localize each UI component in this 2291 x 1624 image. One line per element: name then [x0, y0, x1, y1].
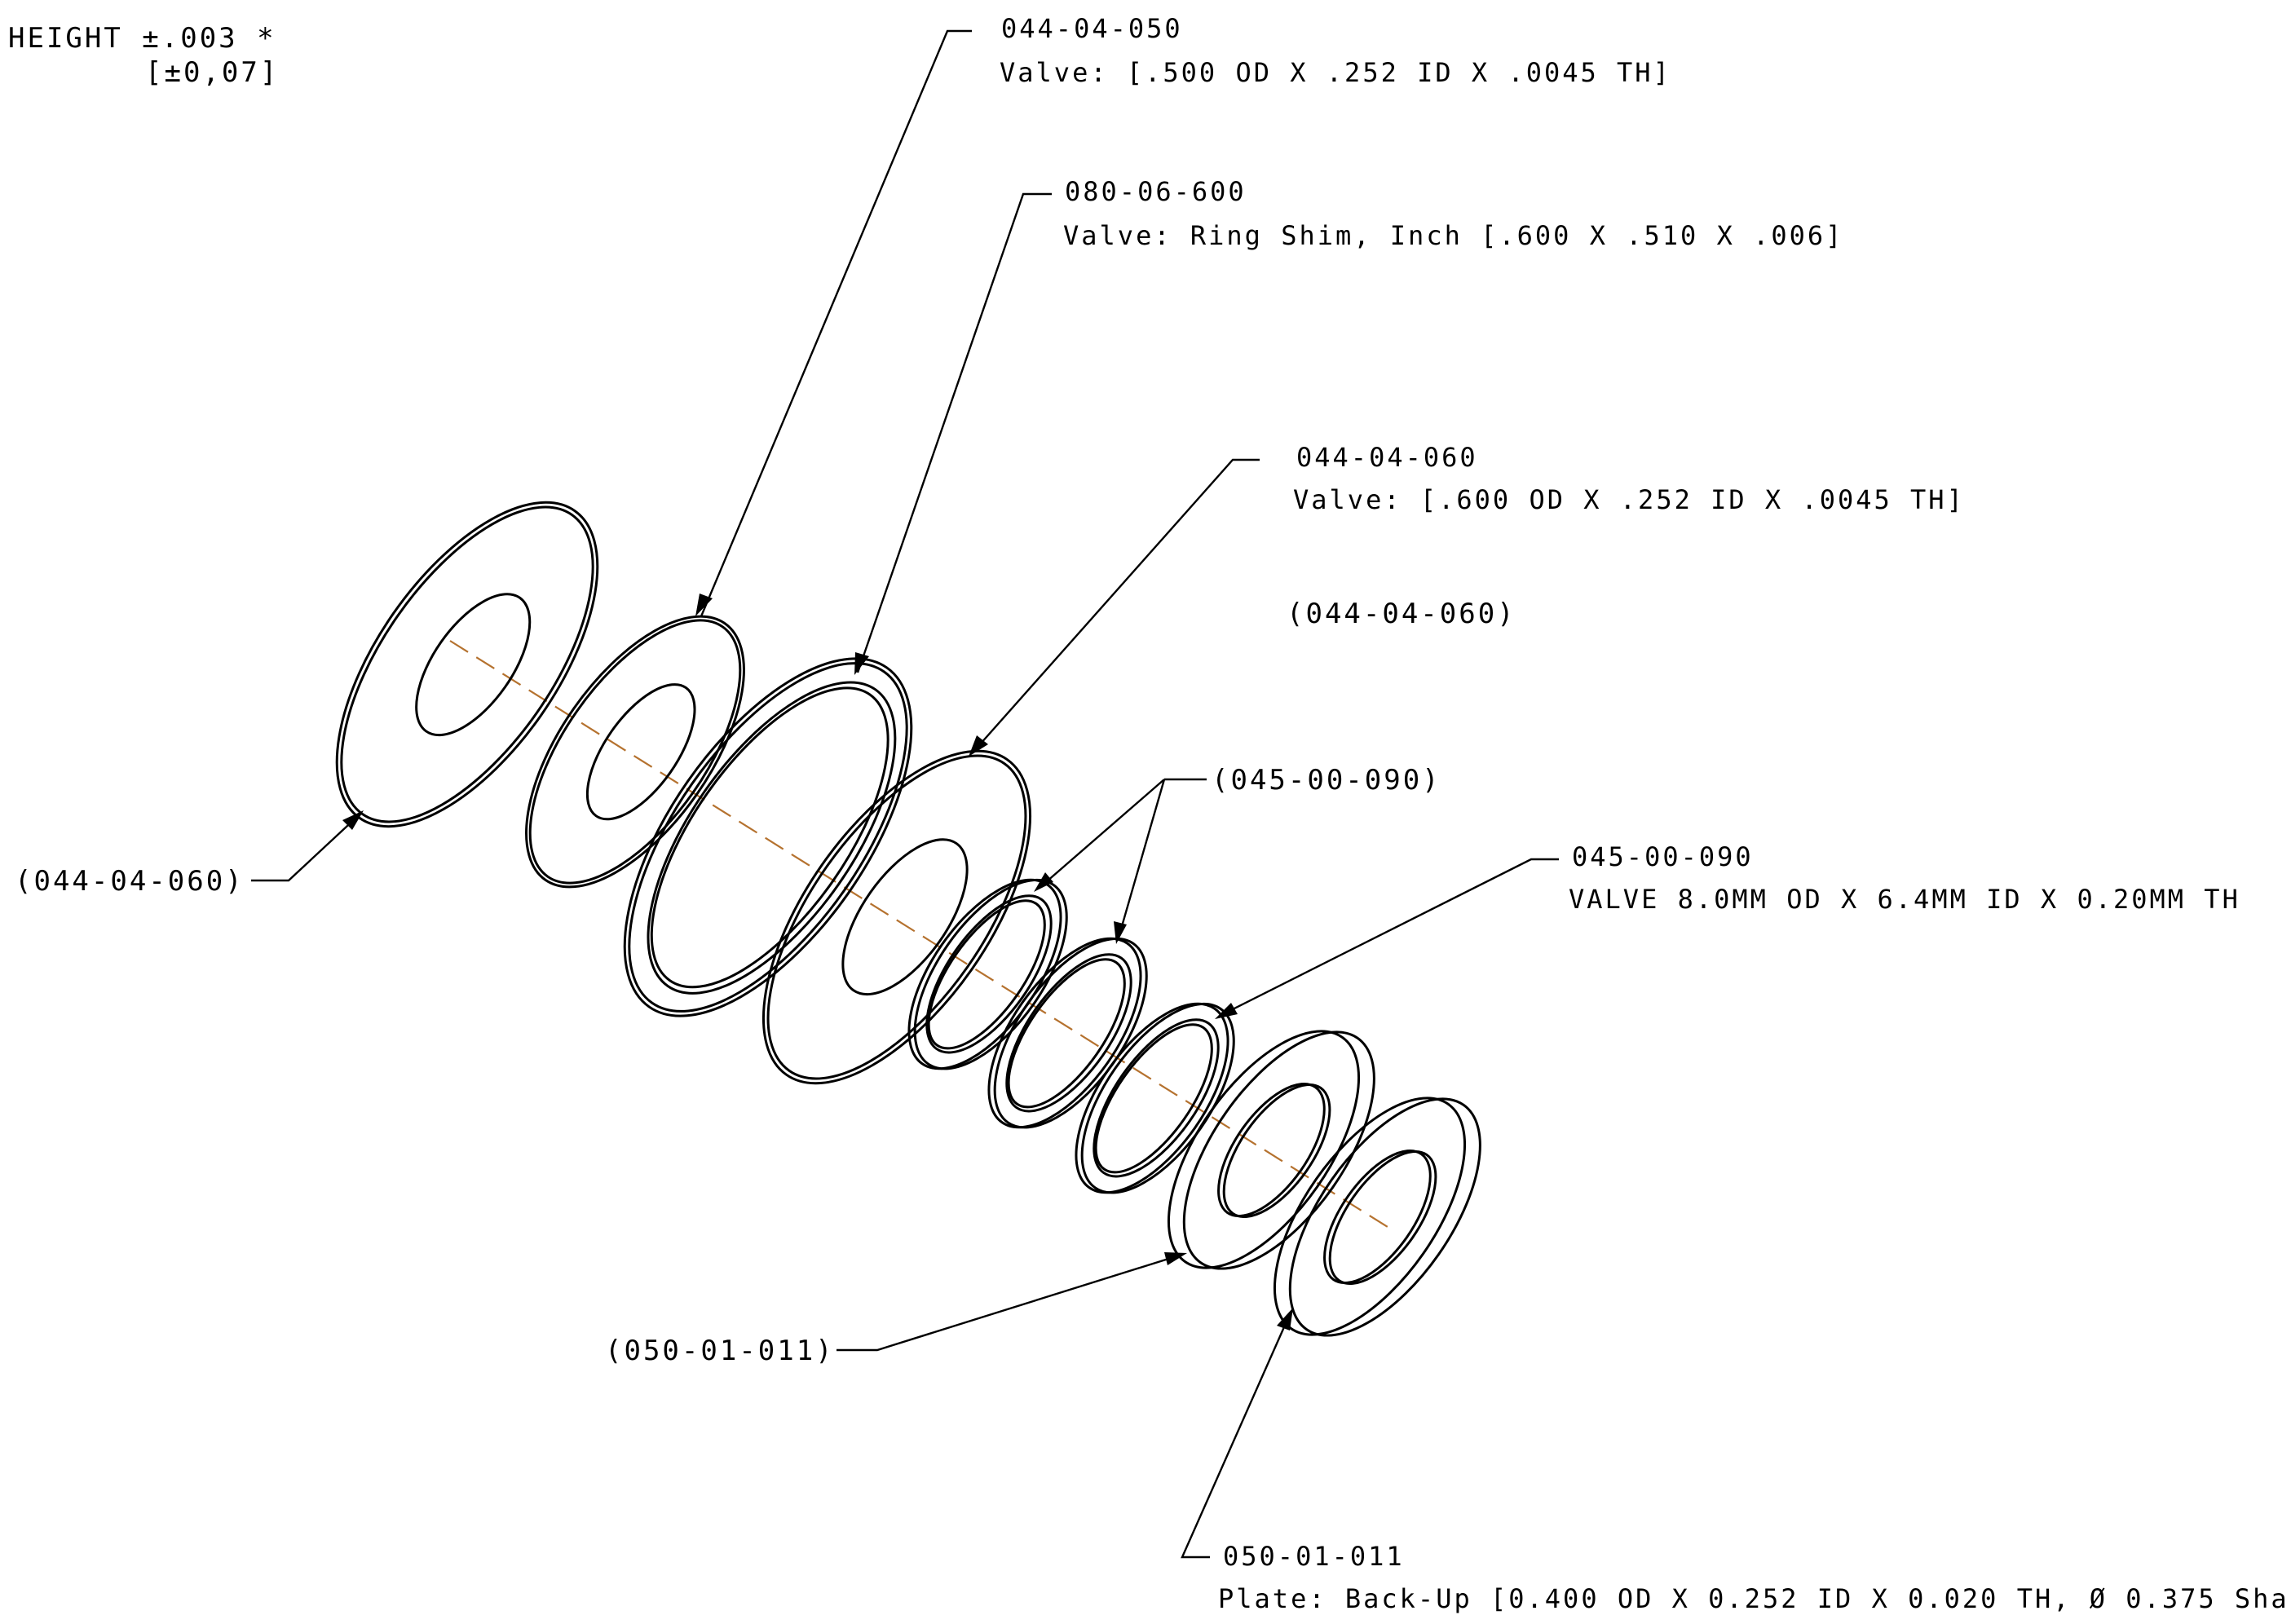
arrowhead-ref-045-a	[1034, 872, 1053, 892]
arrowhead-ref-045-b	[1114, 921, 1127, 944]
part-number-044-04-060: 044-04-060	[1296, 442, 1478, 473]
backup-plate-050-01-011-b	[1273, 1097, 1481, 1337]
arrowhead-050-01-011	[1277, 1308, 1293, 1331]
height-tolerance-metric: [±0,07]	[145, 56, 279, 89]
arrowhead-ref-050	[1164, 1252, 1187, 1265]
part-number-044-04-050: 044-04-050	[1001, 13, 1183, 44]
arrowhead-044-04-060	[969, 735, 988, 757]
leader-045-00-090	[1219, 858, 1559, 1017]
arrowhead-ref-044-left	[342, 810, 364, 830]
leader-044-04-050	[700, 29, 972, 617]
center-axis-line	[449, 640, 1395, 1232]
washer-044-04-060-left	[335, 501, 599, 828]
leader-ref-044-left	[251, 814, 360, 882]
arrowhead-045-00-090	[1215, 1003, 1238, 1019]
arrowhead-080-06-600	[854, 652, 869, 675]
ring-shim-080-06-600	[623, 657, 913, 1017]
ref-label-045-00-090: (045-00-090)	[1212, 764, 1441, 797]
ref-label-044-04-060-left: (044-04-060)	[15, 865, 245, 898]
leader-080-06-600	[856, 192, 1052, 673]
leader-ref-045-a	[1040, 779, 1165, 888]
arrowhead-044-04-050	[695, 594, 713, 616]
valve-044-04-060	[761, 749, 1032, 1085]
leader-ref-050	[837, 1254, 1180, 1352]
part-desc-044-04-050: Valve: [.500 OD X .252 ID X .0045 TH]	[1000, 57, 1671, 88]
part-desc-050-01-011: Plate: Back-Up [0.400 OD X 0.252 ID X 0.…	[1218, 1583, 2291, 1614]
height-tolerance-note: HEIGHT ±.003 *	[8, 22, 276, 55]
ref-label-050-01-011: (050-01-011)	[605, 1335, 835, 1367]
part-number-045-00-090: 045-00-090	[1572, 841, 1754, 872]
part-number-080-06-600: 080-06-600	[1065, 176, 1247, 207]
valve-045-00-090-a	[907, 878, 1068, 1070]
part-desc-044-04-060: Valve: [.600 OD X .252 ID X .0045 TH]	[1293, 484, 1965, 515]
backup-plate-050-01-011-a	[1167, 1030, 1375, 1270]
part-desc-045-00-090: VALVE 8.0MM OD X 6.4MM ID X 0.20MM TH	[1569, 884, 2240, 915]
part-desc-080-06-600: Valve: Ring Shim, Inch [.600 X .510 X .0…	[1063, 220, 1843, 251]
valve-044-04-050	[525, 615, 745, 889]
ref-label-044-04-060-center: (044-04-060)	[1287, 598, 1516, 630]
part-number-050-01-011: 050-01-011	[1223, 1541, 1405, 1572]
leader-044-04-060	[973, 458, 1260, 752]
leader-ref-045-b	[1117, 779, 1166, 938]
leader-050-01-011	[1181, 1313, 1291, 1559]
